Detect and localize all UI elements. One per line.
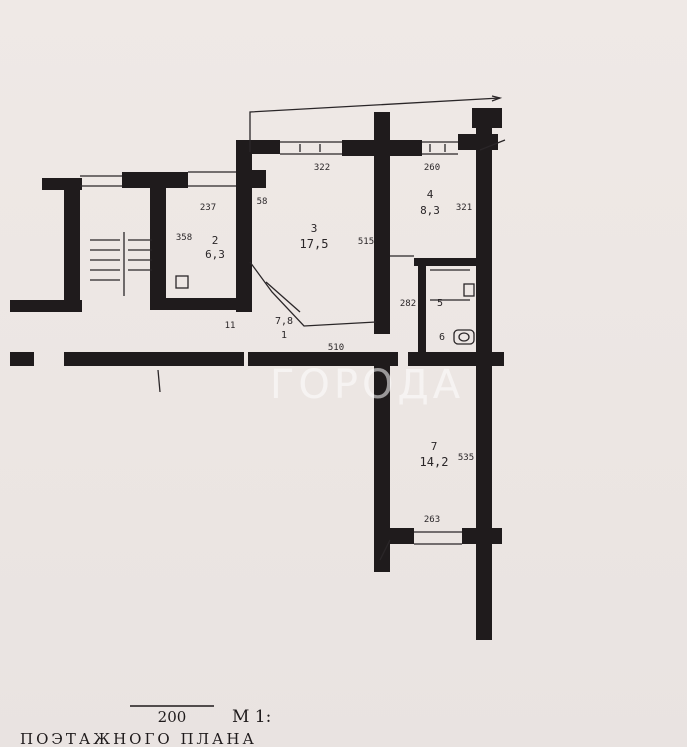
room-label-5: 5 xyxy=(437,298,443,309)
dim-358: 358 xyxy=(176,233,192,243)
dimension-labels: 237 322 260 321 58 358 515 282 11 510 53… xyxy=(176,163,474,525)
dim-263: 263 xyxy=(424,515,440,525)
thin-lines xyxy=(80,95,506,561)
dim-260: 260 xyxy=(424,163,440,173)
dim-237: 237 xyxy=(200,203,216,213)
dim-282: 282 xyxy=(400,299,416,309)
walls xyxy=(10,108,504,640)
dim-321: 321 xyxy=(456,203,472,213)
plan-title-fragment: ПОЭТАЖНОГО ПЛАНА xyxy=(20,730,257,747)
watermark-text: ГОРОДА xyxy=(270,362,464,408)
room-area-2: 6,3 xyxy=(205,248,225,261)
scale-label: М 1: xyxy=(232,707,271,727)
dim-58: 58 xyxy=(257,197,268,207)
dim-11: 11 xyxy=(225,321,236,331)
room-label-7: 7 xyxy=(431,440,438,453)
room-label-6: 6 xyxy=(439,332,445,343)
room-area-7: 14,2 xyxy=(420,455,449,469)
room-label-3: 3 xyxy=(311,222,318,235)
room-area-4: 8,3 xyxy=(420,204,440,217)
dim-510: 510 xyxy=(328,343,344,353)
scale-block: 200 М 1: ПОЭТАЖНОГО ПЛАНА xyxy=(20,705,271,747)
scale-value: 200 xyxy=(158,708,187,726)
fixtures xyxy=(175,275,475,345)
dim-322: 322 xyxy=(314,163,330,173)
room-number-1: 1 xyxy=(281,330,287,341)
room-labels: 2 6,3 3 17,5 4 8,3 5 6 7,8 1 7 14,2 xyxy=(205,188,448,469)
room-label-2: 2 xyxy=(212,234,219,247)
room-label-4: 4 xyxy=(427,188,434,201)
room-area-3: 17,5 xyxy=(300,237,329,251)
dim-535: 535 xyxy=(458,453,474,463)
dim-515: 515 xyxy=(358,237,374,247)
room-label-1: 7,8 xyxy=(275,316,293,327)
